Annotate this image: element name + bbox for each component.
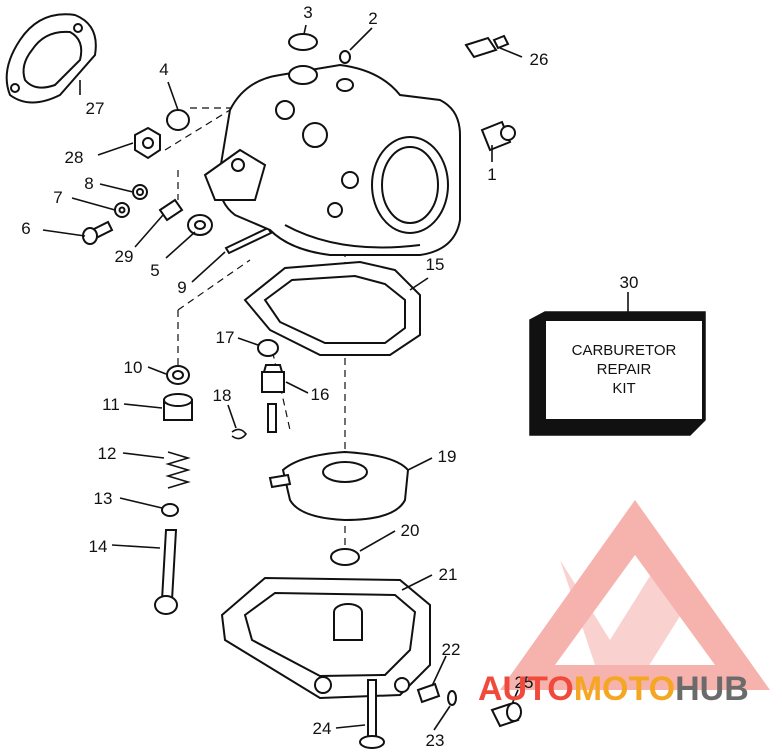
part-1-screw (480, 120, 516, 152)
callout-28: 28 (65, 148, 84, 167)
part-21-float-bowl (220, 576, 431, 700)
part-17-seat (257, 339, 279, 357)
part-18-clip (231, 428, 248, 440)
part-4-plug (166, 109, 190, 131)
callout-17: 17 (216, 328, 235, 347)
part-19-float (268, 450, 410, 522)
part-26-fitting (464, 34, 510, 59)
watermark-logo (500, 500, 770, 690)
callout-19: 19 (438, 447, 457, 466)
part-30-repair-kit (529, 311, 706, 436)
part-15-gasket (243, 260, 421, 356)
part-12-spring (165, 451, 191, 489)
part-9-pin (224, 226, 273, 255)
callout-29: 29 (115, 247, 134, 266)
callout-6: 6 (21, 219, 30, 238)
part-5-seal (187, 214, 213, 236)
part-20-seat (330, 548, 360, 566)
part-6-screw (82, 220, 114, 245)
callout-3: 3 (303, 3, 312, 22)
callout-25: 25 (515, 673, 534, 692)
watermark-text: AUTOMOTOHUB (478, 670, 749, 708)
carburetor-body (203, 63, 461, 256)
part-29-link (158, 198, 184, 222)
callout-30: 30 (620, 273, 639, 292)
callout-15: 15 (426, 255, 445, 274)
callout-20: 20 (401, 521, 420, 540)
callout-10: 10 (124, 358, 143, 377)
callout-16: 16 (311, 385, 330, 404)
part-11-plug (163, 393, 193, 421)
callout-11: 11 (102, 395, 120, 414)
repair-kit-label: CARBURETOR REPAIR KIT (572, 342, 677, 397)
callout-8: 8 (84, 174, 93, 193)
callout-4: 4 (159, 60, 168, 79)
part-25-screw (490, 702, 522, 728)
repair-kit-label-line2: REPAIR (597, 361, 652, 378)
part-2-plug (339, 50, 351, 64)
callout-14: 14 (89, 537, 108, 556)
callout-27: 27 (86, 99, 105, 118)
callout-26: 26 (530, 50, 549, 69)
part-8-washer (132, 184, 148, 200)
repair-kit-label-line1: CARBURETOR (572, 342, 677, 359)
callout-1: 1 (487, 165, 496, 184)
part-7-washer (114, 202, 130, 218)
part-16-needle (261, 364, 285, 433)
callout-5: 5 (150, 261, 159, 280)
callout-21: 21 (439, 565, 458, 584)
callout-2: 2 (368, 9, 377, 28)
svg-text:AUTOMOTOHUB: AUTOMOTOHUB (478, 670, 749, 708)
watermark-auto: AUTO (478, 670, 574, 708)
callout-24: 24 (313, 719, 332, 738)
callout-23: 23 (426, 731, 445, 750)
callout-numbers: 1 2 3 4 5 6 7 8 9 10 11 12 13 14 15 16 1… (21, 3, 638, 750)
callout-9: 9 (177, 278, 186, 297)
callout-7: 7 (53, 188, 62, 207)
part-10-washer (166, 365, 190, 385)
part-22-screw (416, 682, 441, 704)
part-3-cap (288, 33, 318, 51)
part-24-screw (359, 679, 385, 749)
watermark-moto: MOTO (574, 670, 675, 708)
part-28-nut (134, 126, 161, 160)
callout-12: 12 (98, 444, 117, 463)
leader-lines (42, 24, 629, 731)
watermark-hub: HUB (675, 670, 749, 708)
part-13-washer (161, 503, 179, 517)
part-27-gasket (5, 13, 97, 104)
callout-13: 13 (94, 489, 113, 508)
part-23-washer (447, 690, 457, 706)
part-14-screw (154, 529, 178, 615)
repair-kit-label-line3: KIT (612, 380, 635, 397)
callout-18: 18 (213, 386, 232, 405)
callout-22: 22 (442, 640, 461, 659)
